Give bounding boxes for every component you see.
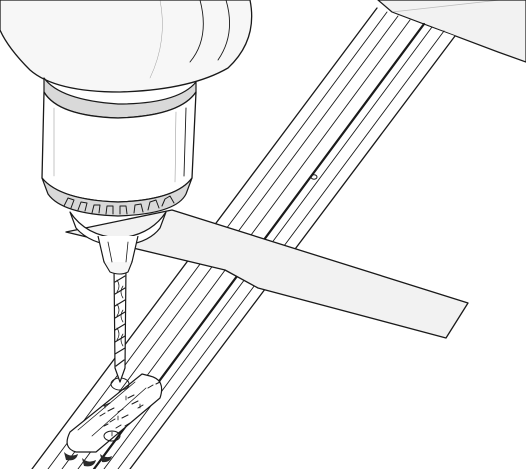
rail-slot xyxy=(66,373,163,453)
drill-chuck xyxy=(41,177,193,275)
pencil-marks xyxy=(64,381,161,467)
drill-body xyxy=(0,0,253,203)
guide-strip xyxy=(65,209,469,339)
upper-strip xyxy=(377,0,526,63)
drill-bit xyxy=(113,265,127,383)
